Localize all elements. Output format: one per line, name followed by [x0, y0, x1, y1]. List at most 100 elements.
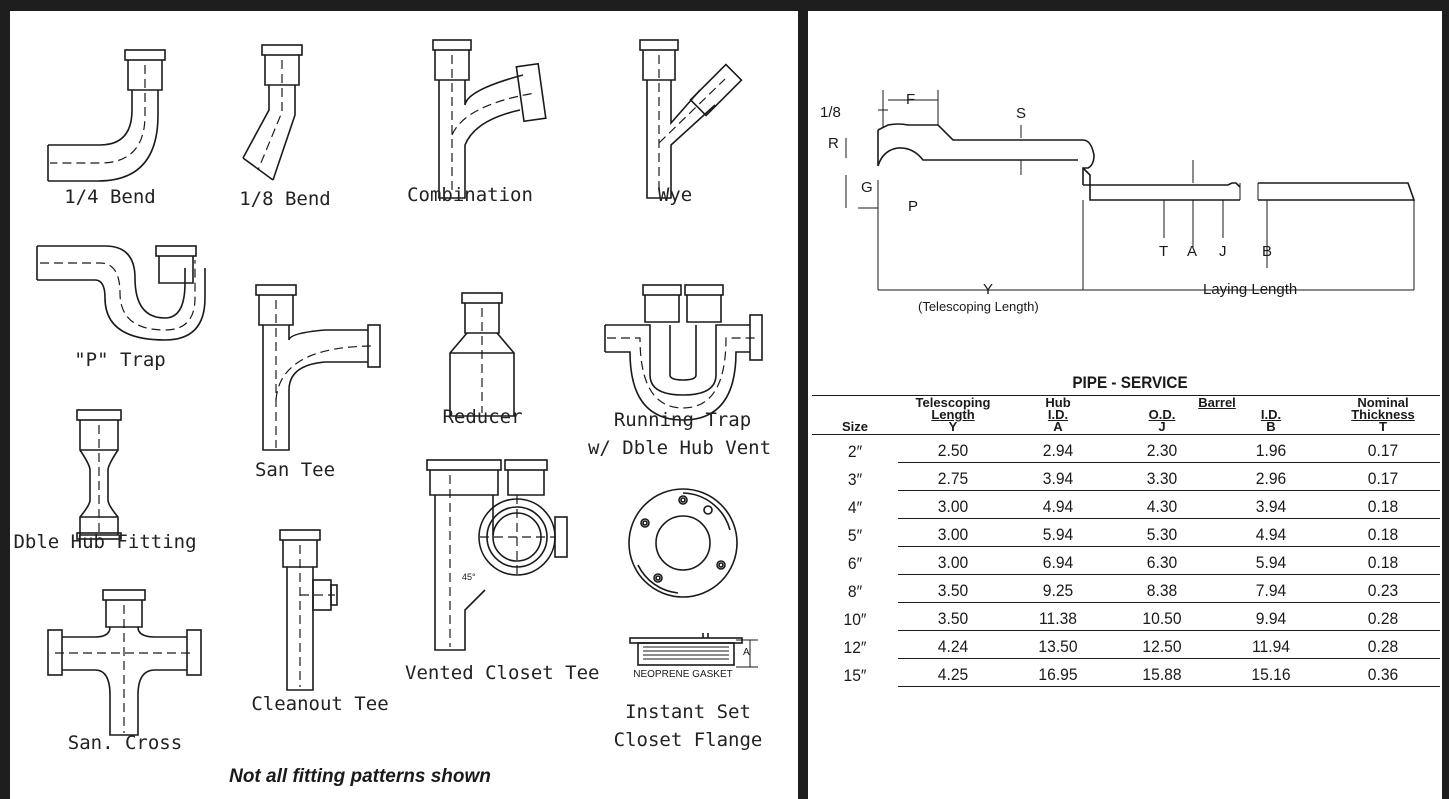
wye-drawing [639, 39, 743, 199]
dim-b: B [1262, 243, 1272, 260]
table-cell: 6.94 [1012, 546, 1104, 575]
table-cell: 0.17 [1330, 462, 1436, 491]
top-border [0, 0, 1449, 11]
table-cell: 15.16 [1220, 658, 1322, 687]
eighth-bend-drawing [242, 44, 303, 181]
laying-length-label: Laying Length [1203, 281, 1297, 298]
table-cell: 16.95 [1012, 658, 1104, 687]
dim-r: R [828, 135, 839, 152]
combination-fitting: Combination [405, 35, 555, 235]
panel-divider [798, 0, 808, 799]
table-cell: 0.23 [1330, 574, 1436, 603]
table-cell: 0.18 [1330, 546, 1436, 575]
san-cross-fitting: San. Cross [35, 585, 215, 765]
table-cell: 11.38 [1012, 602, 1104, 631]
table-cell: 3″ [847, 469, 863, 489]
table-cell: 5.30 [1112, 518, 1212, 547]
dim-s: S [1016, 105, 1026, 122]
san-tee-fitting: San Tee [240, 280, 400, 490]
hdr-size-blank [812, 395, 898, 409]
closet-flange-dim: A [743, 647, 750, 658]
hdr-telescoping: Telescoping [898, 395, 1008, 409]
quarter-bend-fitting: 1/4 Bend [40, 45, 220, 208]
hdr-length: Length [931, 407, 975, 422]
dim-j: J [1219, 243, 1227, 260]
hdr-a: A [1008, 420, 1108, 435]
hdr-nominal: Nominal [1326, 395, 1440, 409]
dble-hub-fitting: Dble Hub Fitting [13, 405, 220, 565]
hdr-j: J [1108, 420, 1216, 435]
table-cell: 7.94 [1220, 574, 1322, 603]
hdr-thickness: Thickness [1351, 407, 1415, 422]
table-cell: 5″ [847, 525, 863, 545]
vented-closet-tee-angle: 45° [462, 572, 476, 582]
eighth-bend-label: 1/8 Bend [239, 188, 331, 210]
pipe-service-table: Telescoping Hub Barrel Nominal Length I.… [812, 395, 1440, 687]
table-cell: 4.25 [902, 658, 1004, 687]
table-row: 15″ 4.25 16.95 15.88 15.16 0.36 [812, 658, 1440, 687]
dim-t: T [1159, 243, 1168, 260]
table-cell: 2.30 [1112, 434, 1212, 463]
eighth-bend-fitting: 1/8 Bend [225, 40, 365, 210]
table-cell: 4.94 [1012, 490, 1104, 519]
table-cell: 11.94 [1220, 630, 1322, 659]
closet-flange-label-1: Instant Set [625, 701, 751, 723]
left-border [0, 0, 10, 799]
fittings-note: Not all fitting patterns shown [229, 766, 491, 787]
table-cell: 13.50 [1012, 630, 1104, 659]
table-cell: 5.94 [1012, 518, 1104, 547]
table-cell: 3.94 [1220, 490, 1322, 519]
cleanout-tee-label: Cleanout Tee [251, 693, 389, 715]
dim-y: Y [983, 281, 993, 298]
table-cell: 12.50 [1112, 630, 1212, 659]
table-cell: 3.00 [902, 546, 1004, 575]
table-cell: 3.00 [902, 518, 1004, 547]
reducer-fitting: Reducer [430, 288, 570, 428]
running-trap-label-2: w/ Dble Hub Vent [587, 437, 772, 459]
vented-closet-tee-label: Vented Closet Tee [405, 662, 600, 684]
vented-closet-tee-drawing [426, 459, 568, 651]
quarter-bend-label: 1/4 Bend [64, 186, 156, 208]
table-cell: 0.36 [1330, 658, 1436, 687]
dim-g: G [861, 179, 873, 196]
san-cross-drawing [47, 589, 202, 736]
table-cell: 6.30 [1112, 546, 1212, 575]
table-cell: 2.50 [902, 434, 1004, 463]
table-cell: 1.96 [1220, 434, 1322, 463]
combination-drawing [432, 39, 547, 199]
table-cell: 9.94 [1220, 602, 1322, 631]
table-cell: 15″ [843, 665, 867, 685]
table-cell: 3.00 [902, 490, 1004, 519]
table-cell: 10″ [843, 609, 867, 629]
header-row-1: Telescoping Hub Barrel Nominal [812, 395, 1440, 409]
header-row-3: Size Y A J B T [812, 420, 1440, 435]
table-cell: 0.28 [1330, 602, 1436, 631]
table-cell: 3.94 [1012, 462, 1104, 491]
cleanout-tee-drawing [279, 529, 338, 691]
dble-hub-label: Dble Hub Fitting [13, 531, 197, 553]
p-trap-drawing [36, 245, 206, 341]
table-cell: 15.88 [1112, 658, 1212, 687]
table-cell: 0.18 [1330, 490, 1436, 519]
dim-p: P [908, 198, 918, 215]
telescoping-length-label: (Telescoping Length) [918, 299, 1039, 314]
hdr-y: Y [898, 420, 1008, 435]
running-trap-drawing [604, 284, 763, 421]
combination-label: Combination [407, 184, 533, 206]
san-cross-label: San. Cross [67, 732, 183, 754]
table-cell: 3.50 [902, 574, 1004, 603]
dble-hub-drawing [76, 409, 122, 540]
table-cell: 4″ [847, 497, 863, 517]
san-tee-label: San Tee [254, 459, 336, 481]
table-cell: 4.94 [1220, 518, 1322, 547]
table-cell: 12″ [843, 637, 867, 657]
table-cell: 0.28 [1330, 630, 1436, 659]
table-cell: 9.25 [1012, 574, 1104, 603]
table-cell: 4.30 [1112, 490, 1212, 519]
